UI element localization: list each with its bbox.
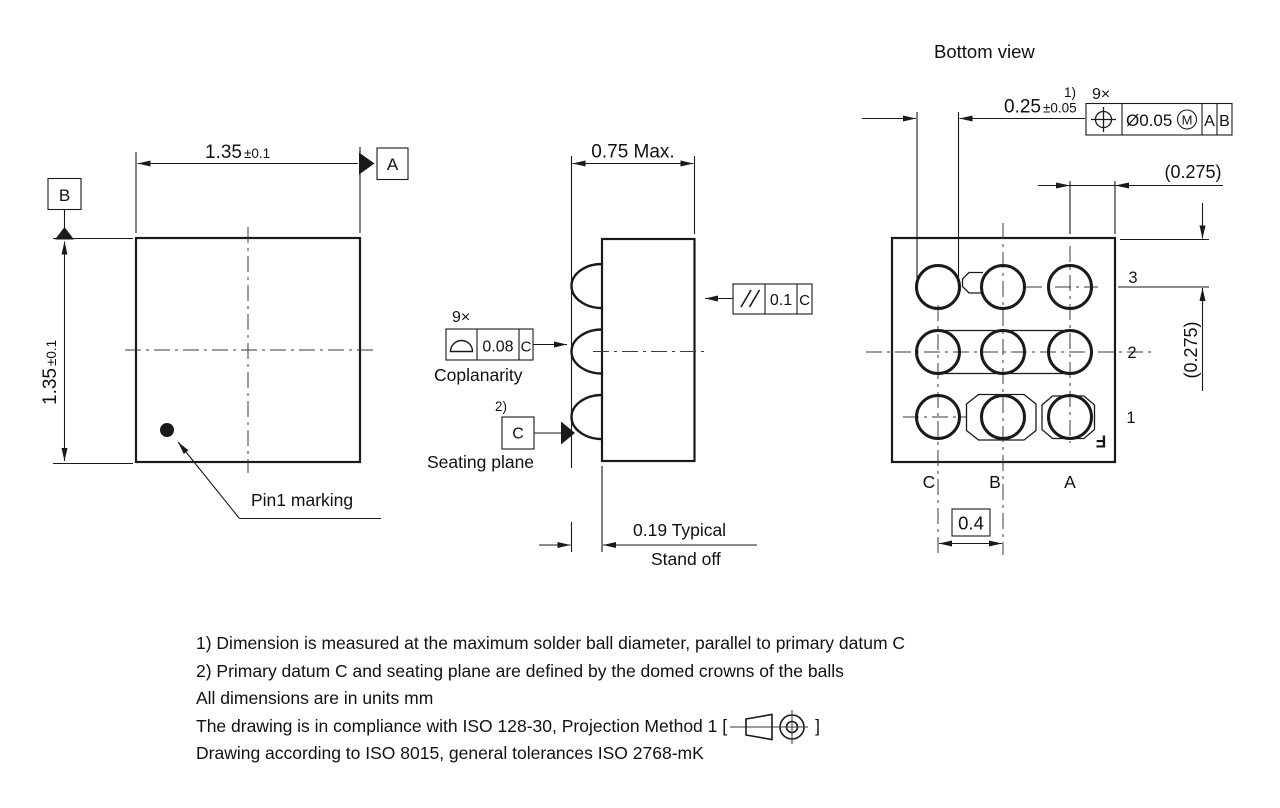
ball-b3-tab <box>961 271 983 294</box>
datum-c-triangle-icon <box>561 421 575 445</box>
note-line-4: The drawing is in compliance with ISO 12… <box>196 709 905 744</box>
package-height-dimension: 0.75 Max. <box>572 142 696 234</box>
parallelism-fcf: 0.1 C <box>705 283 813 315</box>
package-outline-side-view <box>600 237 696 463</box>
pitch-dimension: 0.4 <box>939 508 1002 547</box>
parallelism-tolerance: 0.1 <box>770 292 792 309</box>
note-line-1: 1) Dimension is measured at the maximum … <box>196 633 906 653</box>
standoff-dimension: 0.19 Typical Stand off <box>539 466 757 569</box>
note-line-5: Drawing according to ISO 8015, general t… <box>196 743 704 764</box>
datum-a-triangle-icon <box>359 152 375 175</box>
standoff-value: 0.19 Typical <box>633 520 726 540</box>
datum-b-label: B <box>59 186 70 205</box>
note-line-3: All dimensions are in units mm <box>196 688 434 709</box>
coplanarity-label: Coplanarity <box>434 365 523 385</box>
seating-note-ref: 2) <box>495 399 507 414</box>
parallelism-symbol-icon <box>740 289 761 308</box>
edge-dimension-horizontal: (0.275) <box>1038 162 1223 234</box>
dim-height-value: 1.35 <box>40 368 61 405</box>
ball-note-ref: 1) <box>1064 85 1076 100</box>
basic-dimension-box <box>951 508 991 537</box>
coplanarity-symbol-icon <box>449 339 474 353</box>
col-label-a: A <box>1064 472 1076 492</box>
drawing-notes: 1) Dimension is measured at the maximum … <box>196 630 905 768</box>
ball-diameter-dimension: 0.25 ±0.05 1) 9× <box>862 85 1110 281</box>
position-datum-a: A <box>1204 113 1215 130</box>
pin1-dot-icon <box>160 423 174 437</box>
datum-b-symbol: B <box>47 177 82 240</box>
first-angle-projection-icon <box>730 709 809 744</box>
position-datum-b: B <box>1219 113 1230 130</box>
standoff-label: Stand off <box>651 549 721 569</box>
bottom-view-title: Bottom view <box>934 41 1035 62</box>
ball-a2 <box>1047 329 1093 375</box>
note-line-4-bracket: ] <box>815 715 820 736</box>
coplanarity-fcf: 9× 0.08 C Coplanarity <box>434 309 567 385</box>
pin1-label: Pin1 marking <box>251 490 353 510</box>
edge-dim-v-value: (0.275) <box>1181 321 1201 378</box>
seating-plane-label: Seating plane <box>427 452 534 472</box>
col-label-c: C <box>923 472 936 492</box>
side-view: 0.75 Max. 9× 0.08 C Coplanarity 2) C Sea… <box>427 142 813 569</box>
width-dimension: 1.35 ±0.1 <box>135 142 361 233</box>
bottom-view: Bottom view F <box>862 41 1233 555</box>
ball-b2 <box>980 329 1026 375</box>
dim-height-tolerance: ±0.1 <box>44 340 59 366</box>
edge-dimension-vertical: (0.275) <box>1118 203 1209 391</box>
coplanarity-tolerance: 0.08 <box>482 339 513 356</box>
top-view: 1.35 ±0.1 A 1.35 ±0.1 B <box>40 142 409 520</box>
ball-dia-tolerance: ±0.05 <box>1043 101 1077 116</box>
datum-a-symbol: A <box>359 147 409 181</box>
ball-c3 <box>915 264 961 310</box>
seating-plane-callout: 2) C Seating plane <box>427 399 575 472</box>
row-label-1: 1 <box>1126 409 1135 427</box>
a1-corner-mark-icon: F <box>1096 432 1106 449</box>
row-label-2: 2 <box>1127 344 1136 362</box>
dim-max-height: 0.75 Max. <box>591 142 674 163</box>
dim-width-tolerance: ±0.1 <box>244 146 270 161</box>
ball-a1 <box>1047 394 1093 440</box>
ball-dia-value: 0.25 <box>1004 97 1041 118</box>
position-tolerance: Ø0.05 <box>1126 111 1172 130</box>
position-symbol-icon <box>1091 107 1116 132</box>
ball-count: 9× <box>1092 86 1110 103</box>
note-line-2: 2) Primary datum C and seating plane are… <box>196 660 844 681</box>
datum-a-label: A <box>387 155 399 174</box>
note-line-4-text: The drawing is in compliance with ISO 12… <box>196 715 728 736</box>
coplanarity-count: 9× <box>452 309 470 326</box>
ball-b1-octagon-pad <box>965 393 1037 441</box>
ball-c2 <box>915 329 961 375</box>
parallelism-datum-ref: C <box>799 292 810 309</box>
ball-a3 <box>1047 264 1093 310</box>
mmc-modifier-circle-icon <box>1176 109 1198 130</box>
col-label-b: B <box>989 472 1001 492</box>
edge-dim-h-value: (0.275) <box>1164 162 1221 182</box>
row-label-3: 3 <box>1128 269 1137 287</box>
position-fcf: Ø0.05 M A B <box>1085 102 1233 136</box>
datum-c-label: C <box>512 426 524 443</box>
ball-b1 <box>980 394 1026 440</box>
height-dimension: 1.35 ±0.1 <box>40 237 133 465</box>
solder-ball-dome <box>570 262 603 310</box>
datum-b-triangle-icon <box>55 227 74 240</box>
ball-c1 <box>915 394 961 440</box>
pin1-marking: Pin1 marking <box>160 423 381 520</box>
coplanarity-datum-ref: C <box>521 339 532 356</box>
ball-b3 <box>980 264 1026 310</box>
pitch-value: 0.4 <box>958 513 984 534</box>
dim-width-value: 1.35 <box>205 142 242 163</box>
solder-ball-dome <box>570 393 603 441</box>
solder-ball-array <box>915 264 1093 440</box>
mmc-modifier-label: M <box>1182 113 1193 128</box>
